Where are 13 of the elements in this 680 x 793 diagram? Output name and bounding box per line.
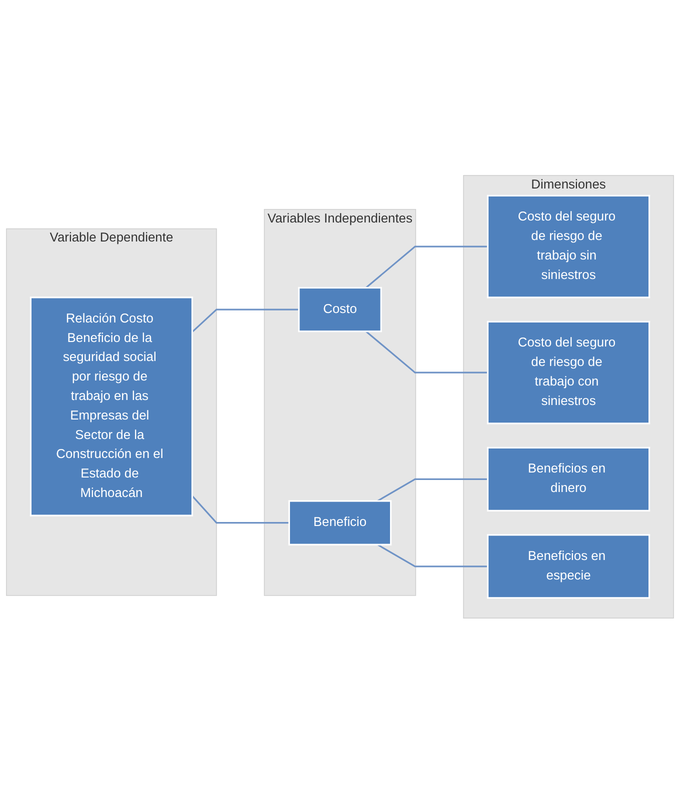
connector	[192, 308, 299, 332]
connector	[377, 478, 488, 502]
connector	[192, 495, 290, 524]
node-box: Beneficios en especie	[486, 534, 650, 598]
connector	[365, 245, 488, 288]
connector	[377, 544, 488, 567]
node-box: Relación Costo Beneficio de la seguridad social por riesgo de trabajo en las Empresas del Sector de la Construcción en el Estado de Michoacán	[30, 296, 194, 516]
node-box: Beneficio	[288, 500, 392, 546]
node-box: Costo	[298, 286, 382, 332]
node-box: Costo del seguro de riesgo de trabajo sin siniestros	[486, 194, 650, 298]
node-box: Costo del seguro de riesgo de trabajo con siniestros	[486, 320, 650, 424]
connector	[365, 330, 488, 374]
node-box: Beneficios en dinero	[486, 446, 650, 512]
